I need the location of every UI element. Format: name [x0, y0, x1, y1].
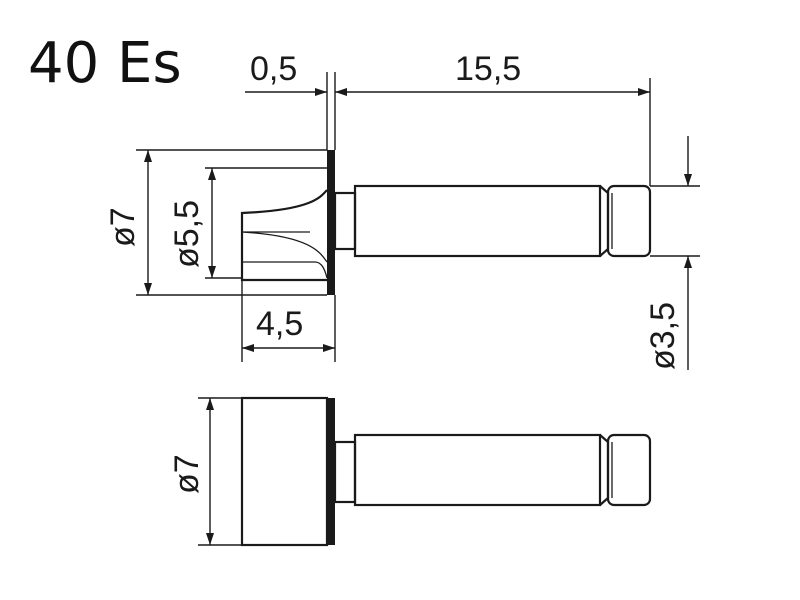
cup-inner-curve [241, 231, 328, 263]
part-title: 40 Es [28, 31, 182, 96]
pin-neck [333, 191, 357, 251]
flange-plate [327, 150, 335, 295]
dim-inner-diameter: ø5,5 [168, 200, 206, 268]
cup-section [240, 189, 328, 282]
lower-side-view: ø7 [168, 396, 652, 547]
lower-pin-tip [606, 433, 652, 507]
dim-pin-diameter: ø3,5 [644, 302, 682, 370]
dim-pin-length: 15,5 [455, 50, 521, 88]
lower-pin-neck [333, 440, 357, 504]
pin-shaft [353, 184, 602, 258]
upper-section-view: 0,5 15,5 ø7 ø5,5 4,5 ø3,5 [104, 50, 700, 370]
cup-inner-curve-lower [242, 261, 328, 279]
pin-tip [606, 184, 652, 258]
dim-outer-diameter: ø7 [104, 207, 142, 247]
dim-head-length: 4,5 [256, 305, 303, 343]
head-cylinder [240, 396, 329, 547]
lower-pin-groove [599, 434, 610, 506]
pin-groove [599, 185, 610, 257]
lower-pin-shaft [353, 433, 602, 507]
dim-lower-outer-diameter: ø7 [168, 454, 206, 494]
lower-flange-plate [327, 398, 335, 545]
dim-flange-thickness: 0,5 [250, 50, 297, 88]
